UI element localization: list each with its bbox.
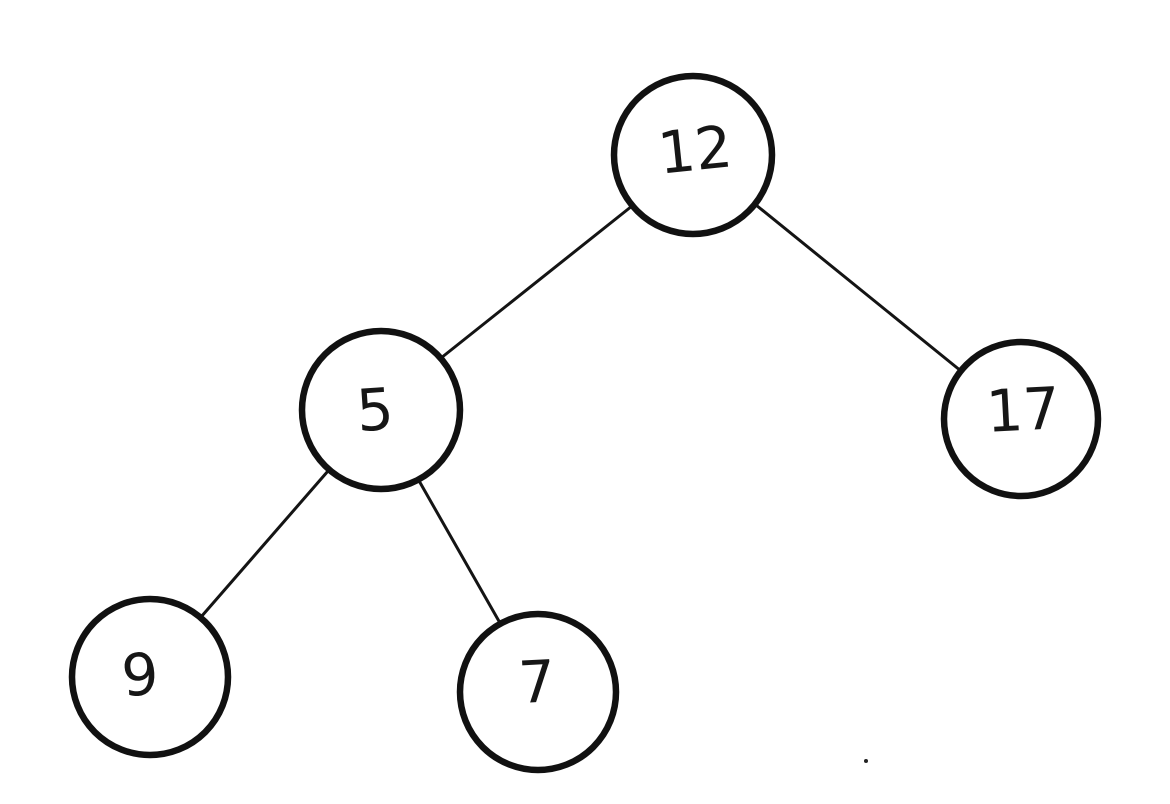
node-circle-left (298, 327, 464, 493)
node-label-left-right: 7 (517, 647, 557, 717)
node-circle-right (940, 338, 1102, 500)
node-circle-left-left (68, 595, 232, 759)
node-circle-root (610, 72, 776, 238)
tree-node-left-right: 7 (456, 610, 620, 774)
stray-ink-dot (864, 759, 868, 763)
edge-root-to-left (439, 204, 634, 360)
tree-nodes: 12 5 17 9 7 (68, 72, 1102, 774)
tree-edges (199, 203, 963, 625)
node-label-left-left: 9 (119, 640, 161, 710)
tree-node-root: 12 (610, 72, 776, 238)
edge-root-to-right (754, 203, 963, 373)
node-circle-left-right (456, 610, 620, 774)
edge-left-to-leftleft (199, 469, 330, 619)
node-label-left: 5 (354, 375, 396, 445)
node-label-right: 17 (984, 374, 1061, 446)
node-label-root: 12 (655, 112, 736, 187)
tree-node-right: 17 (940, 338, 1102, 500)
tree-node-left-left: 9 (68, 595, 232, 759)
edge-left-to-leftright (416, 477, 502, 625)
tree-node-left: 5 (298, 327, 464, 493)
